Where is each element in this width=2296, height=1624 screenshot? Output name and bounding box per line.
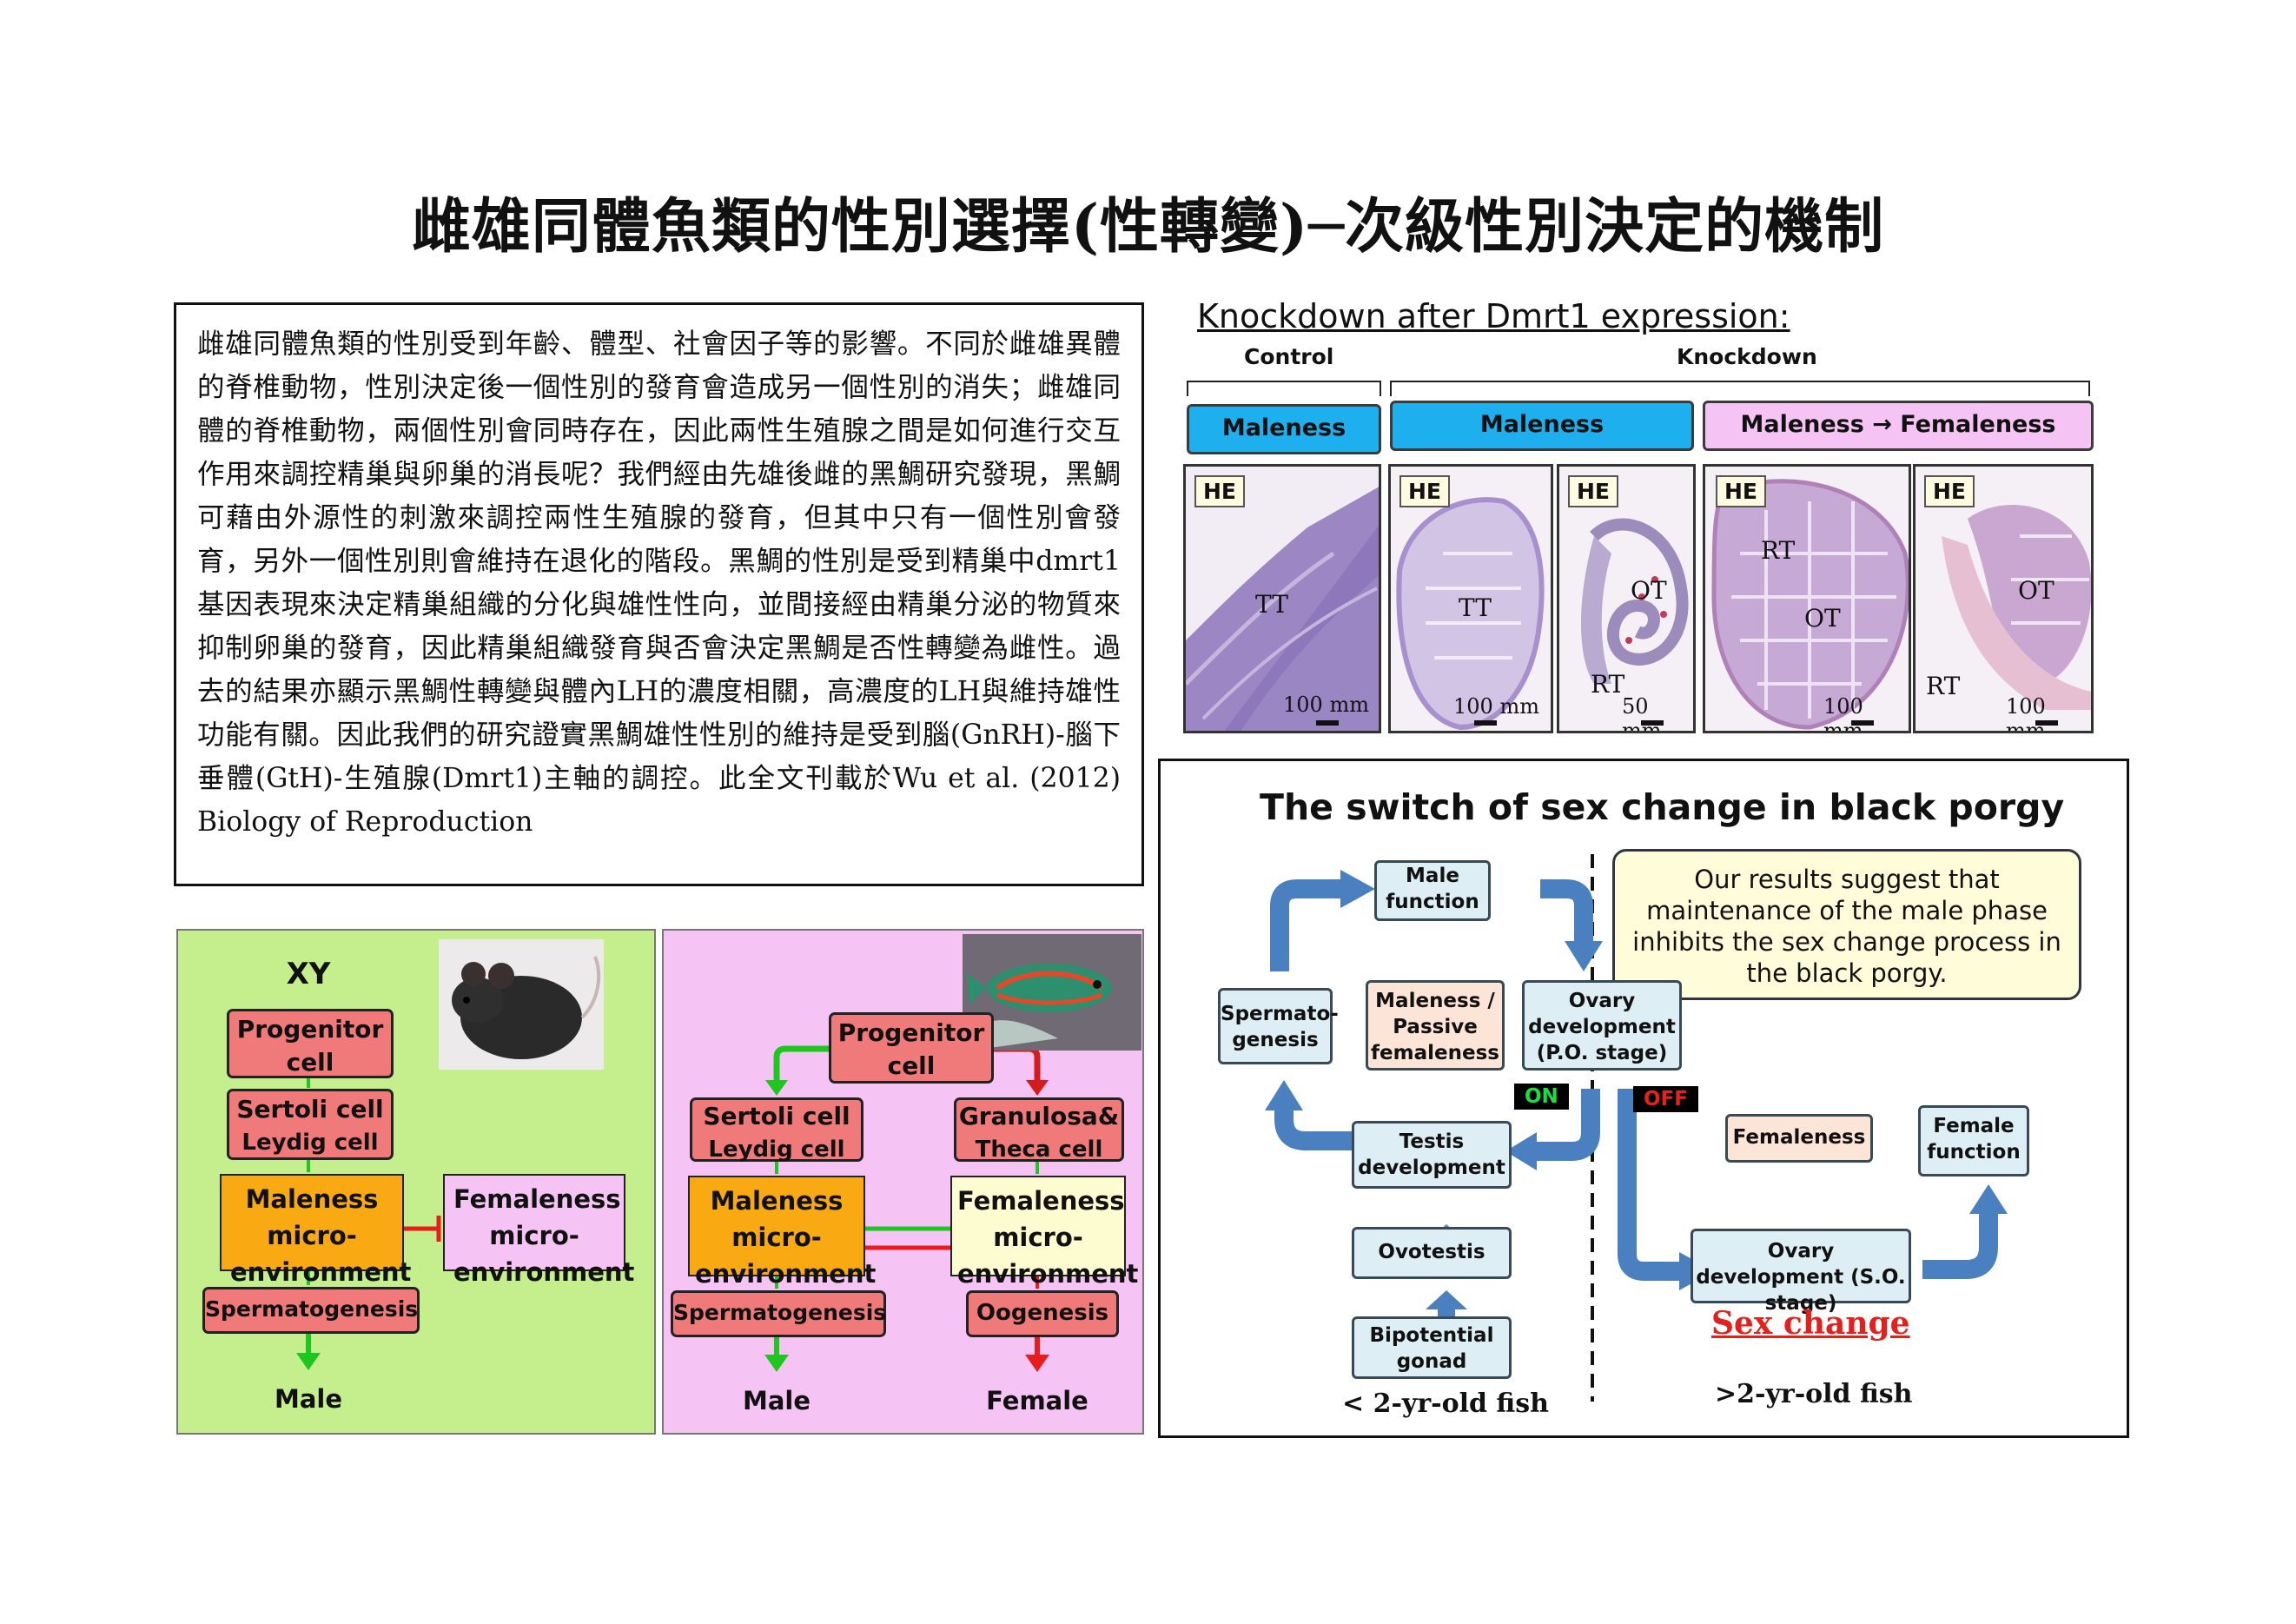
on-switch-badge: ON bbox=[1514, 1084, 1569, 1110]
scale-bar bbox=[2035, 720, 2058, 726]
histology-image-knockdown-2 bbox=[1559, 467, 1693, 731]
mouse-spermatogenesis: Spermatogenesis bbox=[202, 1287, 420, 1334]
female-function-node: Female function bbox=[1918, 1105, 2029, 1177]
scale-label: 100 mm bbox=[1283, 693, 1369, 717]
control-label: Control bbox=[1244, 344, 1334, 369]
mouse-photo bbox=[439, 939, 604, 1070]
histology-label-tt: TT bbox=[1459, 593, 1492, 622]
spermatogenesis-node: Spermato-genesis bbox=[1218, 988, 1339, 1064]
knockdown-shift-bar: Maleness → Femaleness bbox=[1703, 401, 2094, 451]
scale-label: 50 mm bbox=[1622, 694, 1662, 733]
male-function-node: Male function bbox=[1374, 860, 1491, 921]
ovary-development-po-node: Ovary development (P.O. stage) bbox=[1522, 980, 1682, 1071]
histology-panel-control: HE TT 100 mm bbox=[1183, 464, 1381, 733]
mouse-sertoli-leydig: Sertoli cell Leydig cell bbox=[227, 1089, 394, 1160]
knockdown-maleness-label: Maleness bbox=[1479, 411, 1605, 438]
fish-progenitor-cell: Progenitor cell bbox=[829, 1012, 994, 1084]
histology-label-tt: TT bbox=[1255, 590, 1288, 619]
scale-label: 100 mm bbox=[1823, 694, 1863, 733]
scale-label: 100 mm bbox=[1453, 694, 1539, 719]
fish-granulosa-theca: Granulosa& Theca cell bbox=[954, 1097, 1124, 1163]
histology-label-ot: OT bbox=[1804, 604, 1841, 633]
intro-text-box: 雌雄同體魚類的性別受到年齡、體型、社會因子等的影響。不同於雌雄異體的脊椎動物，性… bbox=[174, 302, 1144, 886]
knockdown-title: Knockdown after Dmrt1 expression: bbox=[1197, 297, 1790, 335]
femaleness-node: Femaleness bbox=[1725, 1114, 1873, 1163]
histology-image-knockdown-4 bbox=[1916, 467, 2091, 731]
histology-label-ot: OT bbox=[2018, 576, 2054, 605]
scale-bar bbox=[1641, 720, 1664, 726]
switch-arrows bbox=[1265, 854, 2008, 1402]
sex-change-label: Sex change bbox=[1711, 1305, 1910, 1342]
he-stain-label: HE bbox=[1924, 475, 1975, 507]
age-young-label: < 2-yr-old fish bbox=[1342, 1389, 1549, 1419]
ovary-development-so-node: Ovary development (S.O. stage) bbox=[1691, 1229, 1911, 1315]
age-old-label: >2-yr-old fish bbox=[1715, 1379, 1913, 1409]
page-title: 雌雄同體魚類的性別選擇(性轉變)─次級性別決定的機制 bbox=[411, 192, 1885, 262]
results-callout: Our results suggest that maintenance of … bbox=[1612, 849, 2081, 1000]
fish-granulosa-label: Granulosa& bbox=[958, 1102, 1120, 1130]
fish-sertoli-label: Sertoli cell bbox=[703, 1102, 850, 1130]
mouse-femaleness-microenvironment: Femaleness micro-environment bbox=[443, 1174, 634, 1287]
mouse-sertoli-label: Sertoli cell bbox=[236, 1095, 384, 1124]
control-maleness-bar: Maleness bbox=[1187, 404, 1381, 454]
fish-male-result: Male bbox=[742, 1386, 811, 1415]
mouse-maleness-microenvironment: Maleness micro-environment bbox=[220, 1174, 411, 1287]
mouse-male-result: Male bbox=[274, 1384, 343, 1414]
scale-bar bbox=[1316, 720, 1339, 726]
histology-label-rt: RT bbox=[1926, 672, 1961, 700]
mouse-panel-connectors bbox=[296, 1077, 441, 1370]
he-stain-label: HE bbox=[1399, 475, 1451, 507]
histology-panel-knockdown-4: HE OT RT 100 mm bbox=[1913, 464, 2094, 733]
histology-panel-knockdown-2: HE OT RT 50 mm bbox=[1557, 464, 1696, 733]
bipotential-gonad-node: Bipotential gonad bbox=[1352, 1316, 1512, 1379]
control-brace bbox=[1187, 381, 1381, 396]
fish-female-result: Female bbox=[986, 1386, 1088, 1415]
histology-image-knockdown-3 bbox=[1705, 467, 1909, 731]
he-stain-label: HE bbox=[1194, 475, 1246, 507]
scale-bar bbox=[1474, 720, 1497, 726]
knockdown-shift-label: Maleness → Femaleness bbox=[1740, 411, 2056, 438]
fish-maleness-microenvironment: Maleness micro-environment bbox=[688, 1176, 876, 1289]
fish-leydig-label: Leydig cell bbox=[708, 1137, 845, 1163]
scale-label: 100 mm bbox=[2006, 694, 2046, 733]
histology-label-rt: RT bbox=[1591, 670, 1625, 699]
he-stain-label: HE bbox=[1568, 475, 1619, 507]
fish-sertoli-leydig: Sertoli cell Leydig cell bbox=[690, 1097, 863, 1163]
fish-spermatogenesis: Spermatogenesis bbox=[671, 1290, 886, 1337]
control-maleness-label: Maleness bbox=[1221, 414, 1347, 441]
histology-label-rt: RT bbox=[1761, 536, 1796, 565]
fish-oogenesis: Oogenesis bbox=[966, 1290, 1119, 1337]
maleness-passive-femaleness-node: Maleness / Passive femaleness bbox=[1366, 980, 1505, 1071]
switch-title: The switch of sex change in black porgy bbox=[1260, 786, 2065, 828]
intro-text: 雌雄同體魚類的性別受到年齡、體型、社會因子等的影響。不同於雌雄異體的脊椎動物，性… bbox=[197, 328, 1121, 838]
fish-sex-determination-panel: Progenitor cell Sertoli cell Leydig cell… bbox=[662, 929, 1144, 1435]
mouse-sex-determination-panel: XY Progenitor cell Sertoli cell Leydig c… bbox=[176, 929, 656, 1435]
histology-image-knockdown-1 bbox=[1391, 467, 1551, 731]
mouse-progenitor-cell: Progenitor cell bbox=[227, 1009, 394, 1078]
fish-femaleness-microenvironment: Femaleness micro-environment bbox=[950, 1176, 1138, 1289]
histology-panel-knockdown-3: HE RT OT 100 mm bbox=[1703, 464, 1911, 733]
scale-bar bbox=[1851, 720, 1874, 726]
testis-development-node: Testis development bbox=[1352, 1121, 1512, 1189]
histology-image-control bbox=[1186, 467, 1379, 731]
he-stain-label: HE bbox=[1716, 475, 1767, 507]
knockdown-label: Knockdown bbox=[1677, 344, 1817, 369]
histology-panel-knockdown-1: HE TT 100 mm bbox=[1388, 464, 1553, 733]
off-switch-badge: OFF bbox=[1633, 1086, 1698, 1112]
mouse-leydig-label: Leydig cell bbox=[242, 1130, 379, 1156]
knockdown-maleness-bar: Maleness bbox=[1390, 401, 1694, 451]
ovotestis-node: Ovotestis bbox=[1352, 1227, 1512, 1279]
fish-theca-label: Theca cell bbox=[975, 1137, 1103, 1163]
histology-label-ot: OT bbox=[1631, 576, 1667, 605]
knockdown-brace bbox=[1390, 381, 2090, 396]
xy-heading: XY bbox=[286, 957, 331, 991]
